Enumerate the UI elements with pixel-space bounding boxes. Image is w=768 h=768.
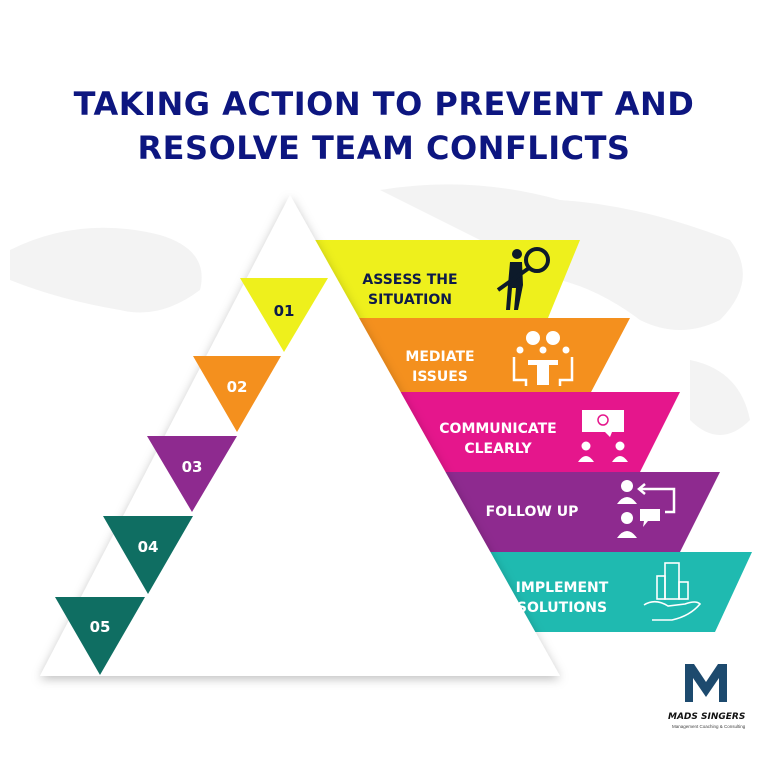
step-number: 05 <box>90 618 111 636</box>
step-number: 04 <box>138 538 159 556</box>
step-label-line: SITUATION <box>368 292 452 308</box>
step-number: 01 <box>274 302 295 320</box>
step-label-line: CLEARLY <box>464 441 532 457</box>
logo-tagline: Management Coaching & Consulting <box>672 724 746 729</box>
step-label-line: MEDIATE <box>405 349 474 365</box>
title-line-1: TAKING ACTION TO PREVENT AND <box>73 85 695 123</box>
step-label-line: FOLLOW UP <box>486 504 579 520</box>
building-hand-icon <box>643 562 702 621</box>
step-label-line: ISSUES <box>412 369 468 385</box>
step-number-triangle-04 <box>103 516 193 594</box>
step-label-line: SOLUTIONS <box>517 600 607 616</box>
step-number: 03 <box>182 458 203 476</box>
step-label-line: COMMUNICATE <box>439 421 556 437</box>
logo-name: MADS SINGERS <box>668 712 746 722</box>
step-band-04 <box>420 472 720 552</box>
step-number-triangle-05 <box>55 597 145 675</box>
step-band-01 <box>305 240 580 318</box>
person-magnifier-icon <box>496 247 550 310</box>
step-number-triangle-02 <box>193 356 281 432</box>
step-label-line: IMPLEMENT <box>516 580 609 596</box>
title-line-2: RESOLVE TEAM CONFLICTS <box>137 129 631 167</box>
step-label-line: ASSESS THE <box>362 272 457 288</box>
presentation-people-icon <box>578 410 628 462</box>
meeting-table-icon <box>512 331 574 386</box>
page-title: TAKING ACTION TO PREVENT AND RESOLVE TEA… <box>0 82 768 170</box>
step-number-triangle-03 <box>147 436 237 512</box>
follow-up-people-icon <box>617 480 676 538</box>
step-number-triangle-01 <box>240 278 328 352</box>
step-number: 02 <box>227 378 248 396</box>
